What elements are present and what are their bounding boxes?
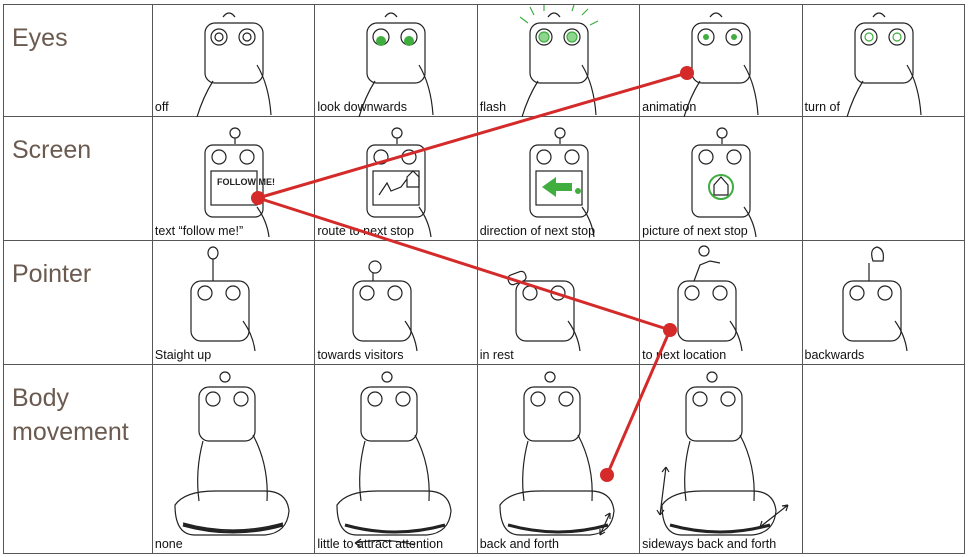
row-label-cell: Body movement	[4, 365, 153, 554]
robot-pointer-backwards-sketch	[803, 241, 965, 365]
morphological-chart: Eyes off look downwards flash animation …	[3, 4, 965, 554]
option-cell-pointer-next-location: to next location	[640, 241, 802, 365]
row-pointer: Pointer Staight up towards visitors in r…	[4, 241, 965, 365]
option-cell-screen-picture: picture of next stop	[640, 117, 802, 241]
row-label-body-movement: Body movement	[4, 365, 152, 449]
robot-screen-route-sketch	[315, 117, 477, 241]
option-cell-pointer-backwards: backwards	[802, 241, 964, 365]
robot-body-none-sketch	[153, 365, 315, 554]
row-body-movement: Body movement none little to attract att…	[4, 365, 965, 554]
option-cell-pointer-in-rest: in rest	[477, 241, 639, 365]
row-screen: Screen FOLLOW ME! text “follow me!” route…	[4, 117, 965, 241]
option-cell-body-sideways: sideways back and forth	[640, 365, 802, 554]
row-label-cell: Pointer	[4, 241, 153, 365]
option-cell-body-none: none	[152, 365, 314, 554]
robot-pointer-up-sketch	[153, 241, 315, 365]
option-label-next-location: to next location	[642, 348, 726, 362]
option-label-none: none	[155, 537, 183, 551]
robot-pointer-rest-sketch	[478, 241, 640, 365]
robot-pointer-location-sketch	[640, 241, 802, 365]
option-cell-body-back-forth: back and forth	[477, 365, 639, 554]
robot-body-backforth-sketch	[478, 365, 640, 554]
option-label-follow-me: text “follow me!”	[155, 224, 243, 238]
option-label-back-forth: back and forth	[480, 537, 559, 551]
option-label-towards-visitors: towards visitors	[317, 348, 403, 362]
robot-eyes-off-sketch	[153, 5, 315, 117]
option-label-turn-of: turn of	[805, 100, 840, 114]
option-label-flash: flash	[480, 100, 506, 114]
option-cell-pointer-towards-visitors: towards visitors	[315, 241, 477, 365]
option-label-backwards: backwards	[805, 348, 865, 362]
option-cell-eyes-animation: animation	[640, 5, 802, 117]
robot-pointer-visitors-sketch	[315, 241, 477, 365]
option-label-off: off	[155, 100, 169, 114]
option-label-animation: animation	[642, 100, 696, 114]
option-cell-empty	[802, 365, 964, 554]
row-label-cell: Eyes	[4, 5, 153, 117]
option-cell-empty	[802, 117, 964, 241]
option-label-direction: direction of next stop	[480, 224, 595, 238]
option-cell-body-little: little to attract attention	[315, 365, 477, 554]
robot-body-little-sketch	[315, 365, 477, 554]
row-label-pointer: Pointer	[4, 241, 152, 291]
option-cell-pointer-straight-up: Staight up	[152, 241, 314, 365]
option-cell-eyes-off: off	[152, 5, 314, 117]
row-eyes: Eyes off look downwards flash animation …	[4, 5, 965, 117]
option-cell-eyes-turn-of: turn of	[802, 5, 964, 117]
option-label-route: route to next stop	[317, 224, 414, 238]
robot-screen-direction-sketch	[478, 117, 640, 241]
screen-sketch-text: FOLLOW ME!	[217, 177, 275, 187]
option-cell-eyes-look-downwards: look downwards	[315, 5, 477, 117]
option-cell-screen-follow-me: FOLLOW ME! text “follow me!”	[152, 117, 314, 241]
robot-body-sideways-sketch	[640, 365, 802, 554]
option-cell-eyes-flash: flash	[477, 5, 639, 117]
row-label-cell: Screen	[4, 117, 153, 241]
robot-screen-picture-sketch	[640, 117, 802, 241]
option-label-little: little to attract attention	[317, 537, 443, 551]
option-cell-screen-direction: direction of next stop	[477, 117, 639, 241]
row-label-screen: Screen	[4, 117, 152, 167]
option-label-straight-up: Staight up	[155, 348, 211, 362]
option-cell-screen-route: route to next stop	[315, 117, 477, 241]
option-label-sideways: sideways back and forth	[642, 537, 776, 551]
option-label-picture: picture of next stop	[642, 224, 748, 238]
option-label-in-rest: in rest	[480, 348, 514, 362]
option-label-look-downwards: look downwards	[317, 100, 407, 114]
row-label-eyes: Eyes	[4, 5, 152, 55]
robot-screen-text-sketch: FOLLOW ME!	[153, 117, 315, 241]
